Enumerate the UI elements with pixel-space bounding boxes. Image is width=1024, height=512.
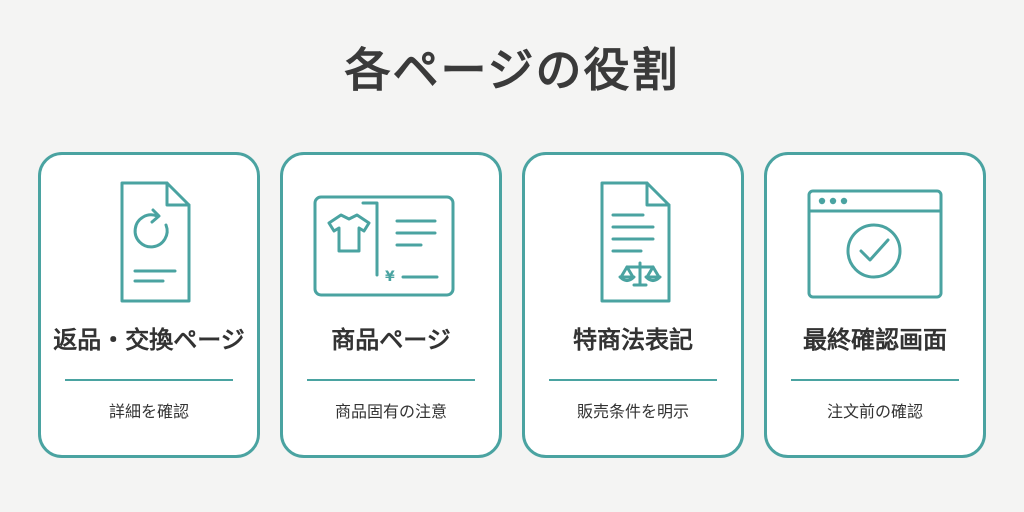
browser-check-icon	[797, 177, 959, 307]
product-card-icon: ¥	[313, 177, 475, 307]
card-title: 最終確認画面	[803, 326, 947, 354]
card-return-exchange: 返品・交換ページ 詳細を確認	[38, 152, 260, 458]
card-description: 注文前の確認	[826, 402, 923, 421]
yen-sign: ¥	[385, 269, 395, 285]
browser-check-svg	[807, 189, 943, 299]
divider	[65, 379, 233, 381]
divider	[549, 379, 717, 381]
card-product: ¥ 商品ページ 商品固有の注意	[280, 152, 502, 458]
card-description: 販売条件を明示	[576, 402, 689, 421]
card-final-confirmation: 最終確認画面 注文前の確認	[764, 152, 986, 458]
document-refresh-icon	[71, 177, 233, 307]
divider	[307, 379, 475, 381]
card-title: 返品・交換ページ	[53, 326, 245, 354]
divider	[791, 379, 959, 381]
page-title: 各ページの役割	[344, 43, 680, 97]
card-title: 商品ページ	[331, 326, 451, 354]
card-tokushoho: 特商法表記 販売条件を明示	[522, 152, 744, 458]
document-refresh-svg	[120, 181, 191, 303]
card-title: 特商法表記	[573, 326, 693, 354]
product-card-svg: ¥	[313, 195, 455, 297]
card-description: 商品固有の注意	[334, 402, 447, 421]
document-scale-icon	[555, 177, 717, 307]
document-scale-svg	[600, 181, 671, 303]
card-description: 詳細を確認	[108, 402, 189, 421]
role-cards: 返品・交換ページ 詳細を確認 ¥ 商品ページ 商品固有の注意	[38, 152, 986, 458]
